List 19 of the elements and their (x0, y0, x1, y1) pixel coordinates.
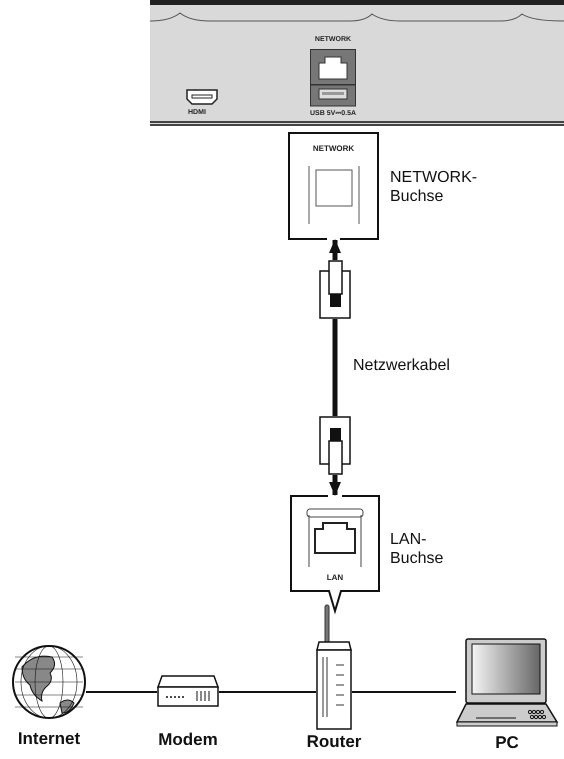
arrow (329, 239, 341, 260)
callout-box (290, 495, 380, 612)
device-label: Modem (158, 730, 218, 750)
port-caption: NETWORK-Buchse (390, 168, 478, 206)
arrow (329, 475, 341, 496)
cable-line (332, 319, 338, 416)
device-label: Router (306, 732, 362, 752)
cable-line (86, 691, 157, 693)
callout-box (288, 132, 379, 240)
cable-line (352, 691, 456, 693)
cable-line (219, 691, 316, 693)
port-label: NETWORK (312, 144, 356, 153)
cable-plug (319, 416, 351, 475)
rear-panel (150, 0, 564, 126)
port-label: LAN (326, 573, 344, 582)
device-label: Internet (18, 729, 80, 749)
cable-plug (319, 260, 351, 319)
port-caption: LAN-Buchse (390, 530, 444, 568)
device-label: PC (495, 733, 519, 753)
